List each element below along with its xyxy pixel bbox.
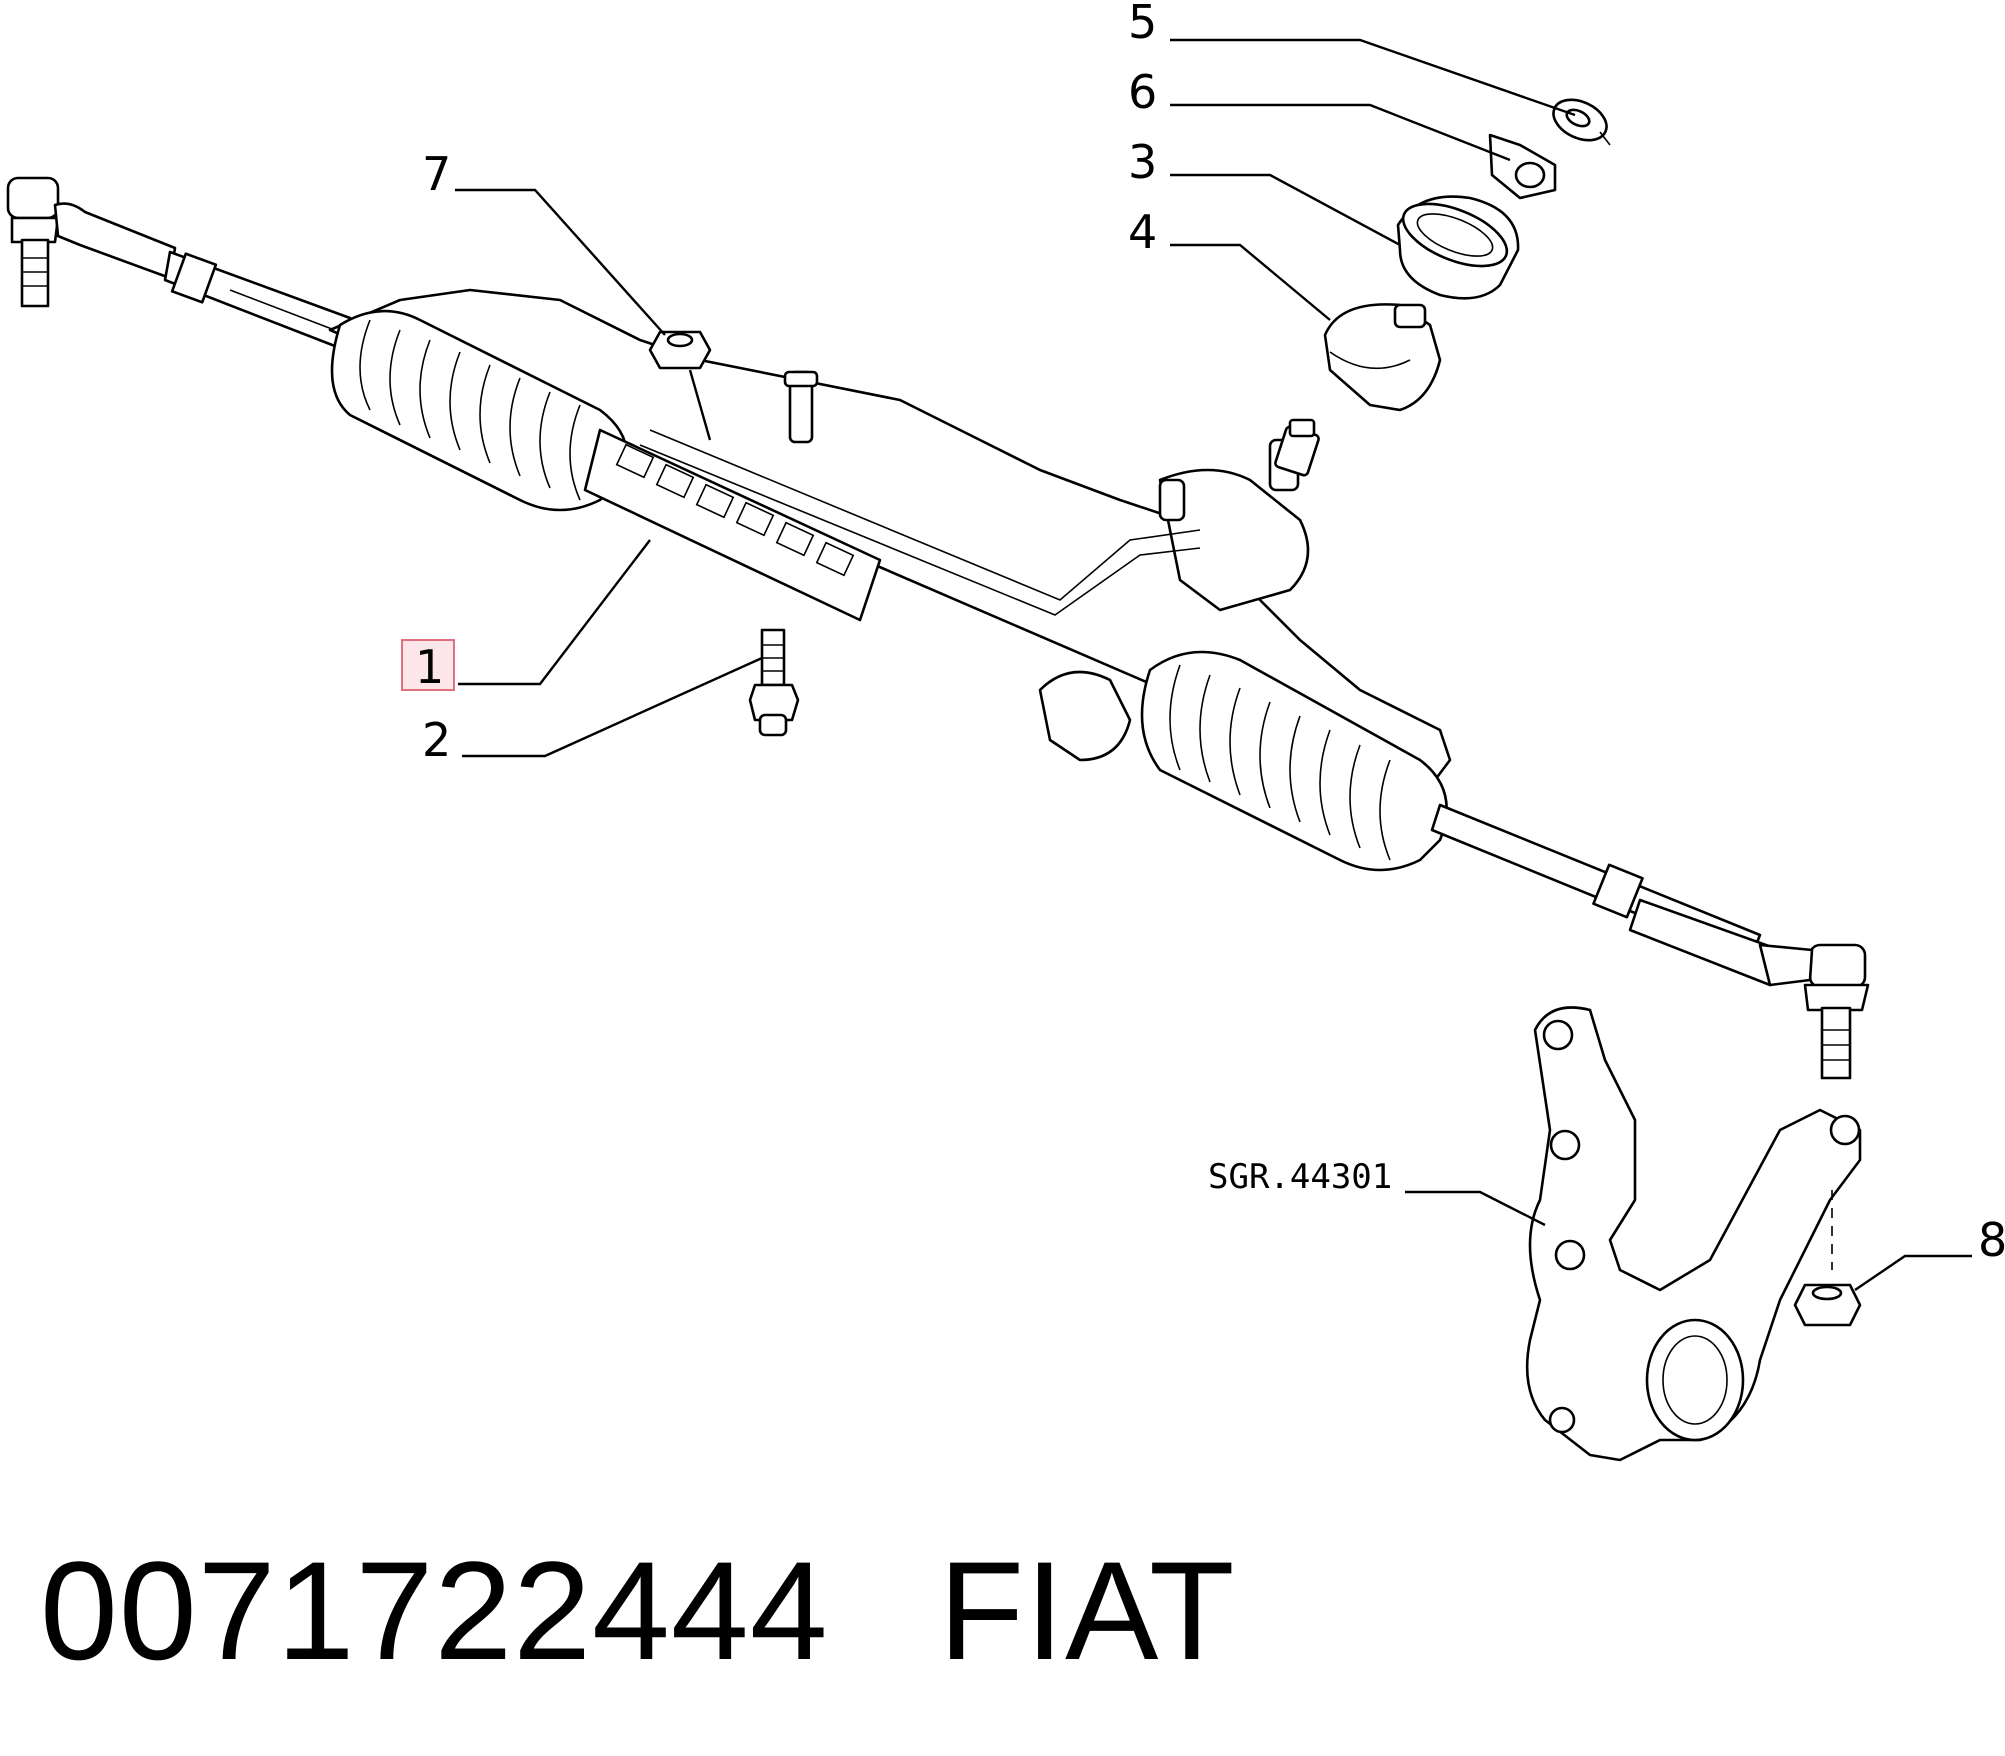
callout-6: 6 <box>1128 65 1157 119</box>
bushing-part-4 <box>1323 303 1442 412</box>
part-caption: 0071722444 FIAT <box>40 1530 1346 1692</box>
part-number: 0071722444 <box>40 1532 829 1689</box>
callout-labels: 5 6 3 4 7 1 2 8 SGR.44301 <box>401 0 2005 1267</box>
callout-4: 4 <box>1128 205 1157 259</box>
rack-housing <box>328 288 1452 872</box>
callout-5: 5 <box>1128 0 1157 49</box>
leader-lines <box>455 38 1972 1291</box>
left-tie-rod-end <box>6 176 177 308</box>
brand-name: FIAT <box>938 1532 1236 1689</box>
callout-ref-sgr: SGR.44301 <box>1208 1157 1392 1197</box>
callout-2: 2 <box>422 713 451 767</box>
nut-part-7 <box>648 330 712 370</box>
callout-7: 7 <box>422 147 451 201</box>
right-tie-rod <box>1430 803 1802 987</box>
callout-1-highlight <box>401 639 455 691</box>
bolt-part-2 <box>748 628 800 737</box>
pinion-shaft <box>1274 418 1320 477</box>
steering-knuckle <box>1525 1006 1862 1462</box>
callout-8: 8 <box>1978 1213 2005 1267</box>
left-tie-rod <box>163 250 352 350</box>
clip-part-6 <box>1488 133 1557 200</box>
nut-part-8 <box>1793 1190 1862 1327</box>
right-tie-rod-end <box>1758 943 1870 1080</box>
callout-1[interactable]: 1 <box>415 640 444 694</box>
callout-3: 3 <box>1128 135 1157 189</box>
snap-ring-part-5 <box>1552 98 1611 146</box>
seal-part-3 <box>1396 195 1520 300</box>
